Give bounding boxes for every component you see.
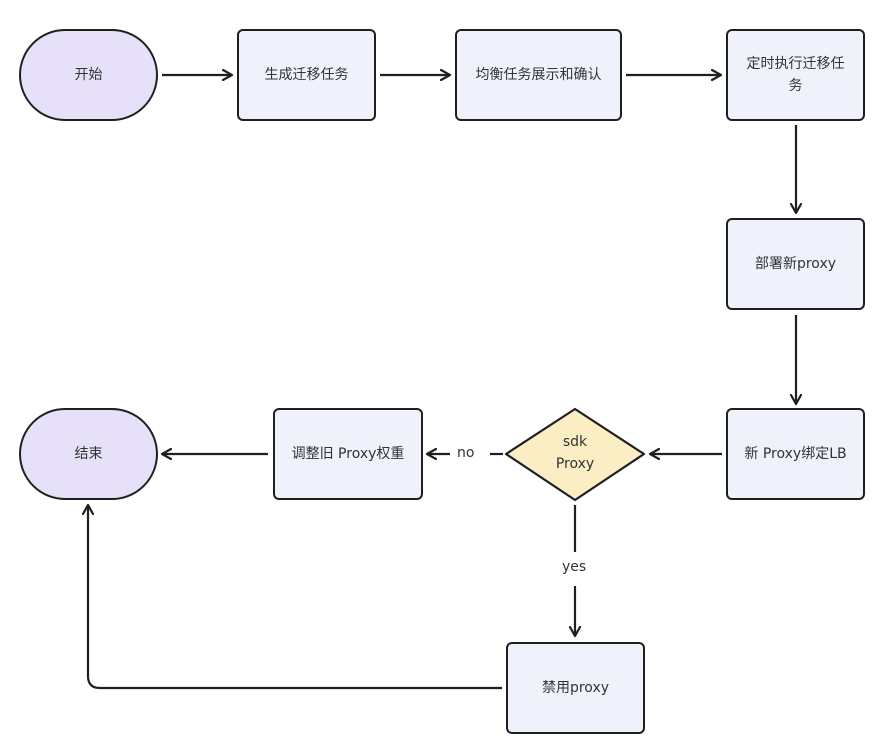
end-label: 结束 <box>74 445 103 462</box>
bind-lb-label: 新 Proxy绑定LB <box>744 445 847 462</box>
schedule-task-node[interactable]: 定时执行迁移任务 <box>726 29 865 121</box>
edge-label-yes: yes <box>558 559 591 575</box>
review-task-node[interactable]: 均衡任务展示和确认 <box>455 29 622 121</box>
edge-disable-end <box>88 505 502 690</box>
bind-lb-node[interactable]: 新 Proxy绑定LB <box>726 408 865 500</box>
decision-label: sdk Proxy <box>515 432 635 475</box>
decision-label-line2: Proxy <box>555 455 595 472</box>
adjust-weight-label: 调整旧 Proxy权重 <box>291 445 405 462</box>
edge-label-no: no <box>453 445 479 461</box>
generate-task-node[interactable]: 生成迁移任务 <box>237 29 376 121</box>
decision-diamond[interactable] <box>504 407 646 502</box>
disable-proxy-label: 禁用proxy <box>541 679 610 696</box>
adjust-weight-node[interactable]: 调整旧 Proxy权重 <box>273 408 423 500</box>
generate-task-label: 生成迁移任务 <box>264 66 349 83</box>
start-label: 开始 <box>74 66 103 83</box>
decision-label-line1: sdk <box>562 434 588 450</box>
disable-proxy-node[interactable]: 禁用proxy <box>506 642 645 734</box>
deploy-proxy-node[interactable]: 部署新proxy <box>726 218 865 310</box>
end-node[interactable]: 结束 <box>19 408 158 500</box>
start-node[interactable]: 开始 <box>19 29 158 121</box>
deploy-proxy-label: 部署新proxy <box>754 255 837 272</box>
schedule-task-label: 定时执行迁移任务 <box>746 55 845 94</box>
review-task-label: 均衡任务展示和确认 <box>475 66 602 83</box>
